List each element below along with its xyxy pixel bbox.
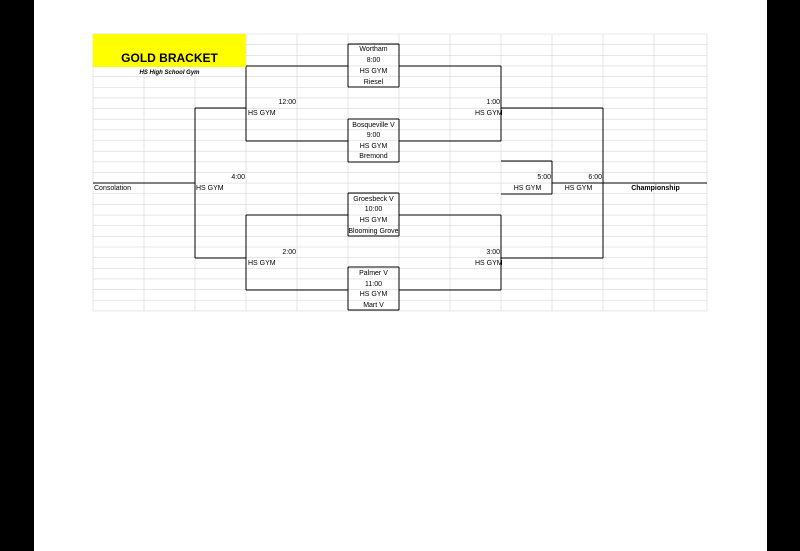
page-subtitle: HS High School Gym [139, 70, 200, 76]
match3-venue: HS GYM [359, 217, 388, 224]
match4-team-b: Mart V [363, 302, 384, 309]
match2-time: 9:00 [366, 132, 381, 139]
bracket-grid [92, 33, 708, 312]
left-top-time: 12:00 [278, 99, 296, 106]
match1-team-a: Wortham [359, 46, 388, 53]
left-top-venue: HS GYM [248, 110, 276, 117]
consolation-label: Consolation [94, 185, 131, 192]
left-bottom-venue: HS GYM [248, 260, 276, 267]
title-highlight [93, 34, 246, 67]
match2-venue: HS GYM [359, 143, 388, 150]
match1-venue: HS GYM [359, 68, 388, 75]
championship-time: 6:00 [588, 174, 602, 181]
consolation-venue: HS GYM [196, 185, 224, 192]
right-top-time: 1:00 [486, 99, 500, 106]
match4-team-a: Palmer V [359, 270, 388, 277]
semifinal-venue: HS GYM [513, 185, 542, 192]
match4-venue: HS GYM [359, 291, 388, 298]
match3-time: 10:00 [364, 206, 383, 213]
match2-team-a: Bosqueville V [352, 122, 395, 129]
semifinal-time: 5:00 [537, 174, 551, 181]
left-bottom-time: 2:00 [282, 249, 296, 256]
championship-label: Championship [631, 185, 680, 192]
match1-time: 8:00 [366, 57, 381, 64]
page-title: GOLD BRACKET [121, 51, 218, 65]
right-bottom-time: 3:00 [486, 249, 500, 256]
match3-team-b: Blooming Grove [348, 228, 399, 235]
match2-team-b: Bremond [359, 153, 388, 160]
championship-venue: HS GYM [564, 185, 593, 192]
right-top-venue: HS GYM [475, 110, 503, 117]
right-bottom-venue: HS GYM [475, 260, 503, 267]
match3-team-a: Groesbeck V [353, 196, 394, 203]
match1-team-b: Riesel [363, 79, 384, 86]
match4-time: 11:00 [365, 281, 382, 288]
consolation-time: 4:00 [231, 174, 245, 181]
spreadsheet-page: GOLD BRACKET HS High School Gym Wortham … [34, 0, 767, 551]
